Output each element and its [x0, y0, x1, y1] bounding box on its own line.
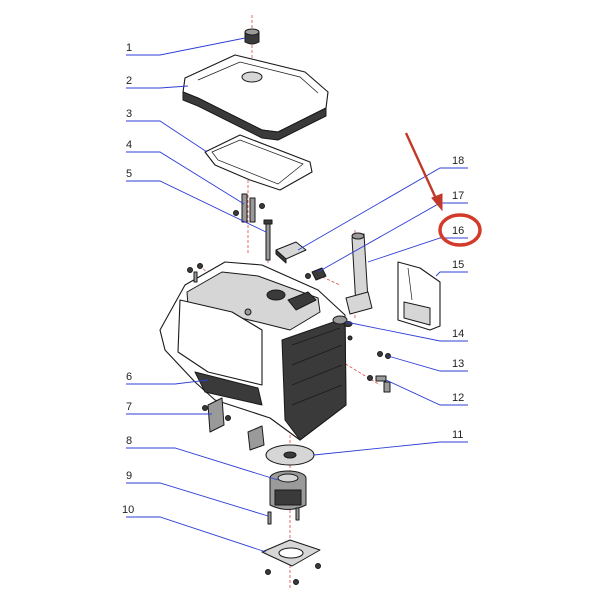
highlight-ring [438, 213, 482, 247]
part-cap-knob [244, 28, 260, 45]
callout-17: 17 [452, 190, 464, 202]
part-clip-17 [305, 267, 327, 281]
callout-14: 14 [452, 328, 464, 340]
callout-2: 2 [126, 75, 132, 87]
callout-15: 15 [452, 259, 464, 271]
callout-4: 4 [126, 139, 132, 151]
highlight-callout-16 [404, 132, 482, 247]
callout-16: 16 [452, 225, 464, 237]
callouts-left: 1 2 3 4 5 6 7 8 9 10 [122, 42, 134, 516]
callouts-right: 11 12 13 14 15 16 17 18 [452, 155, 464, 441]
callout-18: 18 [452, 155, 464, 167]
callout-6: 6 [126, 371, 132, 383]
callout-11: 11 [452, 429, 463, 441]
part-gasket [204, 134, 313, 191]
callout-1: 1 [126, 42, 132, 54]
callout-13: 13 [452, 358, 464, 370]
part-pad-18 [275, 241, 307, 264]
part-tank-body [159, 261, 347, 441]
part-bracket-4 [233, 193, 265, 223]
callout-7: 7 [126, 401, 132, 413]
callout-12: 12 [452, 392, 464, 404]
leader-lines [126, 37, 468, 553]
callout-8: 8 [126, 435, 132, 447]
arrow-head-icon [431, 193, 443, 212]
part-top-cover [182, 54, 329, 141]
part-screws-9 [267, 507, 300, 525]
part-coupling-14 [332, 315, 353, 341]
highlight-arrow [404, 132, 440, 204]
part-pump-8 [269, 470, 307, 510]
part-side-panel-15 [397, 261, 441, 331]
part-disc-11 [265, 444, 315, 466]
callout-5: 5 [126, 168, 132, 180]
callout-10: 10 [122, 504, 134, 516]
callout-9: 9 [126, 470, 132, 482]
callout-3: 3 [126, 108, 132, 120]
screws-left [187, 263, 203, 283]
part-bolt-13 [377, 351, 391, 359]
part-base-plate-10 [261, 539, 321, 585]
part-bracket-7 [202, 397, 265, 451]
part-hinge-12 [367, 375, 391, 393]
part-pipe-16 [345, 232, 373, 315]
part-rod-5 [263, 219, 273, 261]
